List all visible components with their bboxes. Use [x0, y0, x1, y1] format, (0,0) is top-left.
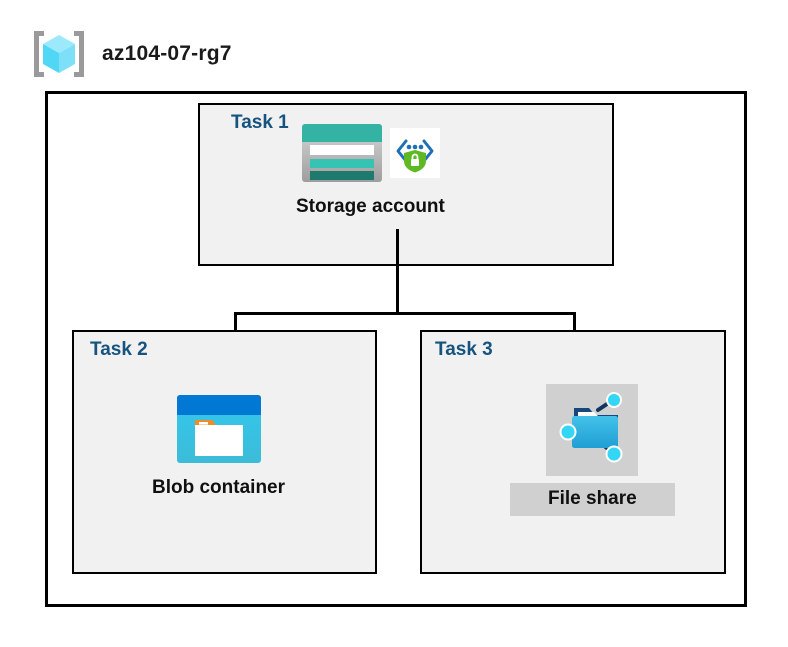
connector-horizontal-bus [234, 312, 576, 315]
resource-group-header: az104-07-rg7 [30, 26, 232, 82]
storage-account-icon [300, 122, 384, 189]
node-blob-container-label: Blob container [152, 477, 286, 498]
node-blob-container[interactable]: Blob container [152, 393, 285, 499]
task-2-label: Task 2 [90, 339, 148, 360]
resource-group-cube-icon [30, 26, 88, 82]
resource-group-name: az104-07-rg7 [102, 42, 232, 65]
node-storage-account[interactable]: Storage account [296, 122, 445, 218]
task-1-label: Task 1 [231, 112, 289, 133]
node-storage-account-label: Storage account [296, 196, 445, 217]
task-3-label: Task 3 [435, 339, 493, 360]
file-share-folder-icon [546, 384, 639, 476]
node-file-share-label: File share [510, 483, 675, 516]
connector-storage-trunk [396, 229, 399, 315]
node-file-share[interactable]: File share [510, 384, 675, 516]
secure-endpoint-shield-icon [390, 128, 441, 183]
blob-container-icon [175, 393, 263, 470]
